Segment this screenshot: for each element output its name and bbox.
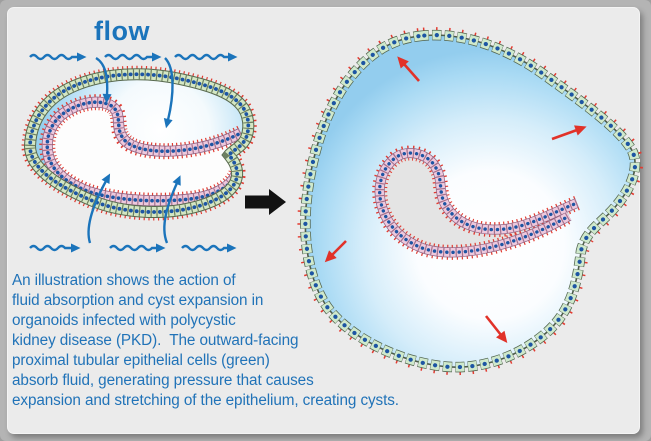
caption-line: absorb fluid, generating pressure that c… <box>12 372 314 389</box>
absorption-arrow <box>95 56 112 104</box>
expansion-arrow <box>484 315 508 344</box>
flow-wavy-arrow <box>29 52 87 62</box>
absorption-arrow <box>87 173 111 244</box>
expansion-arrow <box>324 240 347 263</box>
left-organoid <box>30 74 248 212</box>
caption-line: organoids infected with polycystic <box>12 312 236 329</box>
caption-line: proximal tubular epithelial cells (green… <box>12 352 270 369</box>
flow-arrows-top <box>29 52 238 129</box>
expansion-arrows <box>324 56 587 344</box>
expansion-arrow <box>397 56 420 82</box>
flow-wavy-arrow <box>174 52 238 62</box>
flow-label: flow <box>94 16 150 46</box>
flow-wavy-arrow <box>109 243 166 253</box>
caption-line: kidney disease (PKD). The outward-facing <box>12 332 299 349</box>
expansion-arrow <box>551 125 587 141</box>
transform-arrow <box>245 189 286 215</box>
right-cyst <box>305 35 635 367</box>
flow-wavy-arrow <box>29 243 81 253</box>
absorption-arrow <box>163 57 174 129</box>
flow-wavy-arrow <box>104 52 162 62</box>
caption-line: An illustration shows the action of <box>12 272 236 289</box>
flow-wavy-arrow <box>181 243 237 253</box>
caption-line: expansion and stretching of the epitheli… <box>12 392 399 409</box>
caption-line: fluid absorption and cyst expansion in <box>12 292 264 309</box>
absorption-arrow <box>163 175 181 244</box>
flow-arrows-bottom <box>29 173 237 253</box>
caption: An illustration shows the action of flui… <box>12 271 482 411</box>
